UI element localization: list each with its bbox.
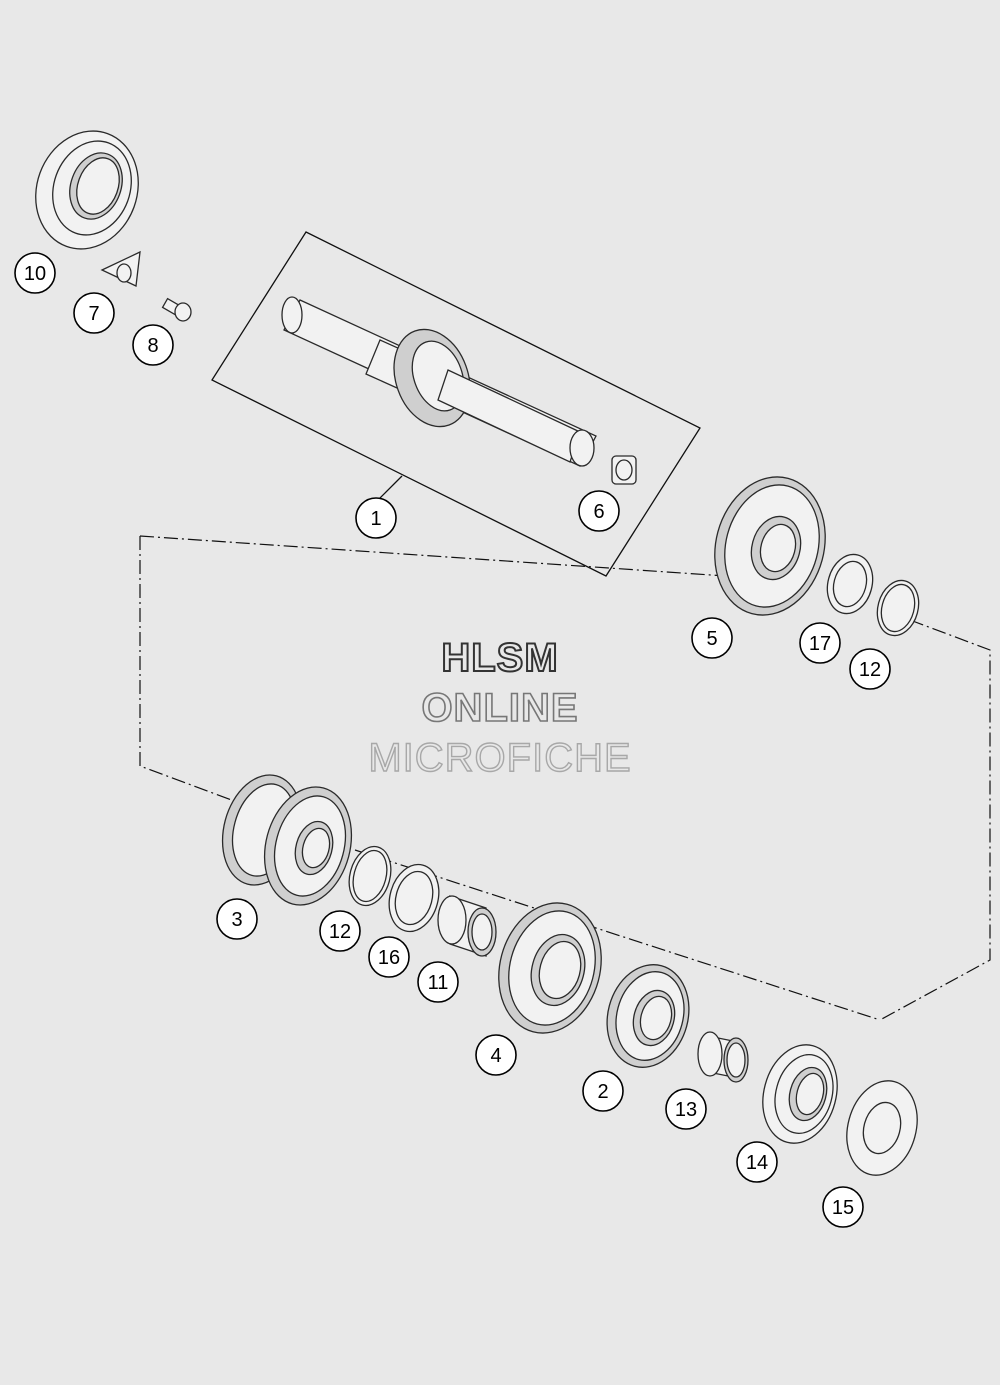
callout-number: 3	[231, 909, 242, 931]
callout-circle[interactable]	[14, 252, 56, 294]
needle-bearing-11-part[interactable]	[437, 895, 497, 957]
callout-circle[interactable]	[475, 1034, 517, 1076]
callout-c7[interactable]: 7	[73, 292, 115, 334]
callout-circle[interactable]	[216, 898, 258, 940]
locking-plate-part[interactable]	[100, 250, 141, 287]
assembly-dash-outline-top	[139, 535, 756, 579]
callout-c4[interactable]: 4	[475, 1034, 517, 1076]
callout-circle[interactable]	[132, 324, 174, 366]
callout-circle[interactable]	[799, 622, 841, 664]
thrust-washer-16-part[interactable]	[382, 859, 446, 937]
callout-circle[interactable]	[578, 490, 620, 532]
callout-circle[interactable]	[849, 648, 891, 690]
callout-c8[interactable]: 8	[132, 324, 174, 366]
callout-circle[interactable]	[665, 1088, 707, 1130]
callout-number: 1	[370, 508, 381, 530]
assembly-dash-outline-bottom	[354, 849, 881, 1021]
gear-2-part[interactable]	[596, 955, 700, 1076]
callout-number: 7	[88, 303, 99, 325]
gear-4-part[interactable]	[485, 891, 616, 1044]
callout-c3[interactable]: 3	[216, 898, 258, 940]
callout-c6[interactable]: 6	[578, 490, 620, 532]
callout-circle[interactable]	[417, 961, 459, 1003]
thrust-washer-17-part[interactable]	[821, 549, 879, 618]
callout-number: 12	[329, 921, 351, 943]
callout-c13[interactable]: 13	[665, 1088, 707, 1130]
callout-circle[interactable]	[73, 292, 115, 334]
callout-c12a[interactable]: 12	[849, 648, 891, 690]
ball-bearing-14-part[interactable]	[752, 1036, 847, 1151]
circlip-lower-part[interactable]	[343, 842, 397, 910]
callout-circle[interactable]	[822, 1186, 864, 1228]
callout-number: 16	[378, 947, 400, 969]
callout-c2[interactable]: 2	[582, 1070, 624, 1112]
callout-circle[interactable]	[582, 1070, 624, 1112]
callout-number: 13	[675, 1099, 697, 1121]
callout-c10[interactable]: 10	[14, 252, 56, 294]
callout-circle[interactable]	[319, 910, 361, 952]
ball-bearing-part[interactable]	[19, 117, 154, 264]
callout-c14[interactable]: 14	[736, 1141, 778, 1183]
needle-bearing-small-part[interactable]	[611, 455, 637, 485]
bushing-13-part[interactable]	[697, 1031, 749, 1083]
callout-number: 10	[24, 263, 46, 285]
callout-circle[interactable]	[736, 1141, 778, 1183]
callout-number: 11	[428, 972, 449, 994]
callout-c17[interactable]: 17	[799, 622, 841, 664]
callout-c5[interactable]: 5	[691, 617, 733, 659]
callout-c12b[interactable]: 12	[319, 910, 361, 952]
assembly-dash-outline	[139, 536, 238, 803]
callout-number: 6	[593, 501, 604, 523]
assembly-dash-outline-right	[879, 619, 991, 1021]
callout-c15[interactable]: 15	[822, 1186, 864, 1228]
callout-number: 15	[832, 1197, 854, 1219]
double-gear-3-part[interactable]	[211, 766, 364, 915]
callout-circle[interactable]	[355, 497, 397, 539]
callout-c11[interactable]: 11	[417, 961, 459, 1003]
callout-c16[interactable]: 16	[368, 936, 410, 978]
callout-circle[interactable]	[368, 936, 410, 978]
gear-5-part[interactable]	[700, 464, 841, 627]
callout-number: 4	[490, 1045, 501, 1067]
callout-number: 2	[597, 1081, 608, 1103]
callout-number: 17	[809, 633, 831, 655]
callout-number: 12	[859, 659, 881, 681]
callout-number: 14	[746, 1152, 768, 1174]
main-shaft-part[interactable]	[281, 296, 597, 467]
callout-circle[interactable]	[691, 617, 733, 659]
callout-number: 5	[706, 628, 717, 650]
screw-part[interactable]	[161, 297, 192, 322]
callout-c1[interactable]: 1	[355, 497, 397, 539]
shaft-assembly-frame	[211, 231, 701, 577]
callout-number: 8	[147, 335, 158, 357]
shim-washer-15-part[interactable]	[837, 1073, 928, 1183]
leader-line-1	[377, 475, 403, 501]
circlip-upper-part[interactable]	[871, 576, 924, 640]
